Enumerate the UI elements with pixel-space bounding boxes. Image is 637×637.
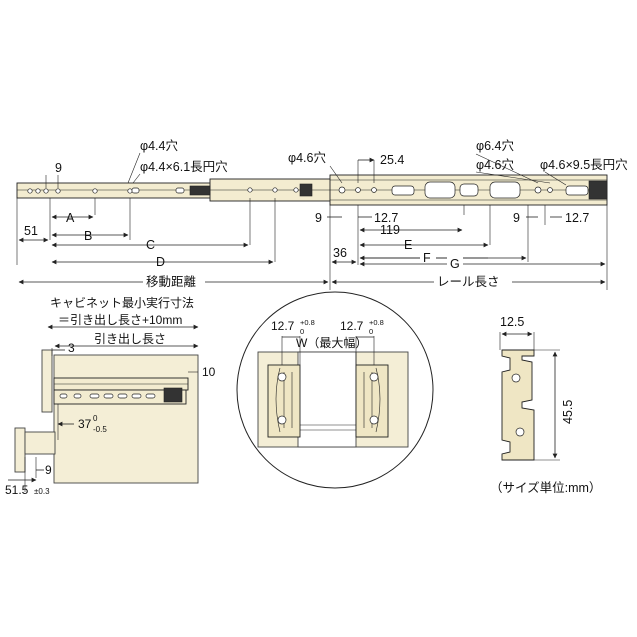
rail-section-view: 12.5 45.5 （サイズ単位:mm）: [490, 315, 601, 495]
hole-64-label: φ6.4穴: [476, 138, 514, 153]
dim-37: 37: [78, 417, 92, 431]
dim-37-tol-upper: 0: [93, 414, 98, 423]
dim-125: 12.5: [500, 315, 524, 329]
outer-holes: [338, 180, 608, 200]
inner-holes: [27, 185, 211, 196]
cabinet-side-panel: [53, 354, 199, 484]
dim-119: 119: [380, 223, 400, 237]
dim-127-mid: 12.7: [374, 211, 398, 225]
dim-36: 36: [333, 246, 347, 260]
dim-51: 51: [24, 224, 38, 238]
hole-46-left-label: φ4.6穴: [288, 150, 326, 165]
slot-46-label: φ4.6×9.5長円穴: [540, 157, 628, 172]
dim-515-tol: ±0.3: [34, 487, 50, 496]
detail-left-dim: 12.7: [271, 319, 295, 333]
formula-label: ＝引き出し長さ+10mm: [58, 313, 182, 327]
top-dimensions: A B C D 51 移動距離 9 12.7 119 E: [16, 198, 608, 290]
rail-cross-section: [501, 349, 535, 461]
lower-bracket: [14, 427, 26, 473]
drawer-length-label: 引き出し長さ: [94, 332, 166, 346]
detail-right-tol-upper: +0.8: [369, 318, 384, 327]
travel-label: 移動距離: [146, 275, 197, 289]
detail-right-tol-lower: 0: [369, 327, 373, 336]
mounting-detail-view: 12.7 +0.8 0 12.7 +0.8 0 W（最大幅）: [236, 291, 434, 489]
label-g: G: [450, 257, 460, 271]
unit-note: （サイズ単位:mm）: [490, 480, 601, 495]
dim-515: 51.5: [5, 483, 29, 497]
detail-width-label: W（最大幅）: [296, 335, 367, 350]
label-d: D: [156, 255, 165, 269]
dim-127-right: 12.7: [565, 211, 589, 225]
dim-37-tol-lower: -0.5: [93, 425, 107, 434]
dim-9-right: 9: [513, 211, 520, 225]
slide-rail-top-view: [16, 174, 608, 206]
detail-left-tol-upper: +0.8: [300, 318, 315, 327]
cabinet-side-view: キャビネット最小実行寸法 ＝引き出し長さ+10mm 引き出し長さ 3 10: [5, 295, 216, 497]
drawer-front: [41, 349, 53, 413]
rail-length-label: レール長さ: [437, 275, 500, 289]
dim-9-top: 9: [55, 161, 62, 175]
detail-right-dim: 12.7: [340, 319, 364, 333]
detail-left-tol-lower: 0: [300, 327, 304, 336]
label-c: C: [146, 238, 155, 252]
cabinet-min-label: キャビネット最小実行寸法: [50, 295, 194, 310]
dim-455: 45.5: [561, 400, 575, 424]
dim-3: 3: [68, 341, 75, 355]
dim-9-side: 9: [45, 463, 52, 477]
hole-46-right-label: φ4.6穴: [476, 157, 514, 172]
label-e: E: [404, 238, 412, 252]
label-b: B: [84, 229, 92, 243]
dim-254: 25.4: [380, 153, 404, 167]
side-slide-holes: [59, 387, 183, 403]
dim-9-mid: 9: [315, 211, 322, 225]
top-callouts: φ4.4穴 φ4.4×6.1長円穴 φ4.6穴 25.4 φ6.4穴 φ4.6穴…: [45, 138, 628, 188]
intermediate-holes: [247, 183, 313, 197]
dim-10: 10: [202, 365, 216, 379]
label-f: F: [423, 251, 431, 265]
hole-44-label: φ4.4穴: [140, 138, 178, 153]
label-a: A: [66, 211, 75, 225]
slot-44-label: φ4.4×6.1長円穴: [140, 159, 228, 174]
